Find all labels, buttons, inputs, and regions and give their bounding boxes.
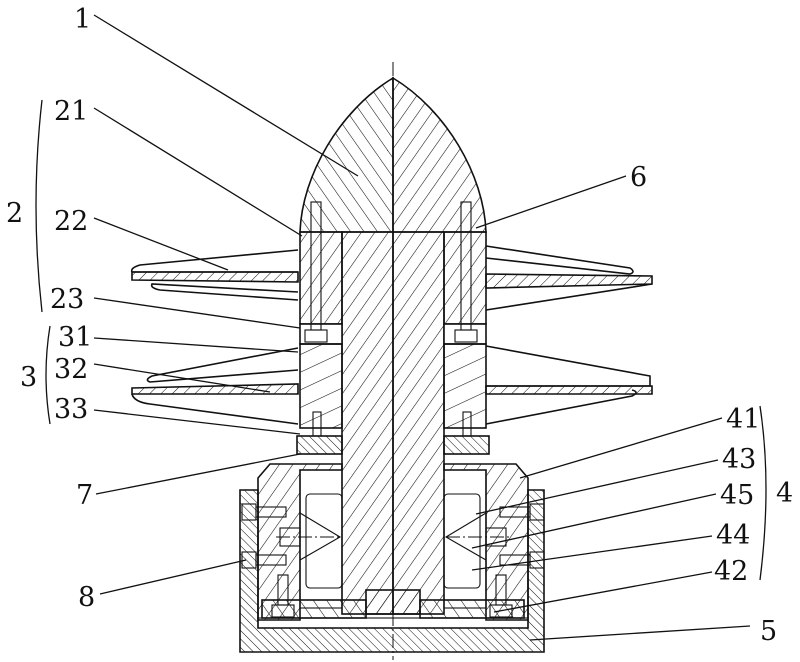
- label-part-3: 3: [20, 362, 37, 393]
- bolts: [304, 201, 478, 437]
- label-part-8: 8: [78, 582, 95, 613]
- label-part-2: 2: [6, 198, 23, 229]
- group-brackets: [35, 99, 767, 581]
- label-part-7: 7: [76, 480, 93, 511]
- label-part-21: 21: [54, 96, 88, 127]
- side-screws-part-8: [241, 503, 545, 618]
- label-part-32: 32: [54, 354, 88, 385]
- bracket-group-4: [759, 405, 767, 581]
- bracket-group-2: [35, 99, 43, 313]
- leader-lines: [93, 14, 751, 641]
- label-part-44: 44: [716, 520, 750, 551]
- label-part-5: 5: [760, 616, 777, 647]
- label-part-6: 6: [630, 162, 647, 193]
- label-part-43: 43: [722, 444, 756, 475]
- bearing-housing-part-41: [257, 463, 529, 621]
- bracket-group-3: [45, 325, 51, 425]
- label-part-33: 33: [54, 394, 88, 425]
- label-part-41: 41: [726, 404, 760, 435]
- part-labels: 1 21 2 22 23 31 3 32 33 7 8 6 41 43 4 45…: [6, 4, 793, 647]
- label-part-45: 45: [720, 480, 754, 511]
- label-part-1: 1: [74, 4, 91, 35]
- label-part-23: 23: [50, 284, 84, 315]
- centerlines: [276, 62, 510, 660]
- shed-group-3: [131, 345, 653, 425]
- label-part-4: 4: [776, 478, 793, 509]
- shed-group-2: [130, 245, 653, 311]
- label-part-42: 42: [714, 556, 748, 587]
- label-part-22: 22: [54, 206, 88, 237]
- label-part-31: 31: [58, 322, 92, 353]
- nut-blocks-part-7: [296, 435, 490, 455]
